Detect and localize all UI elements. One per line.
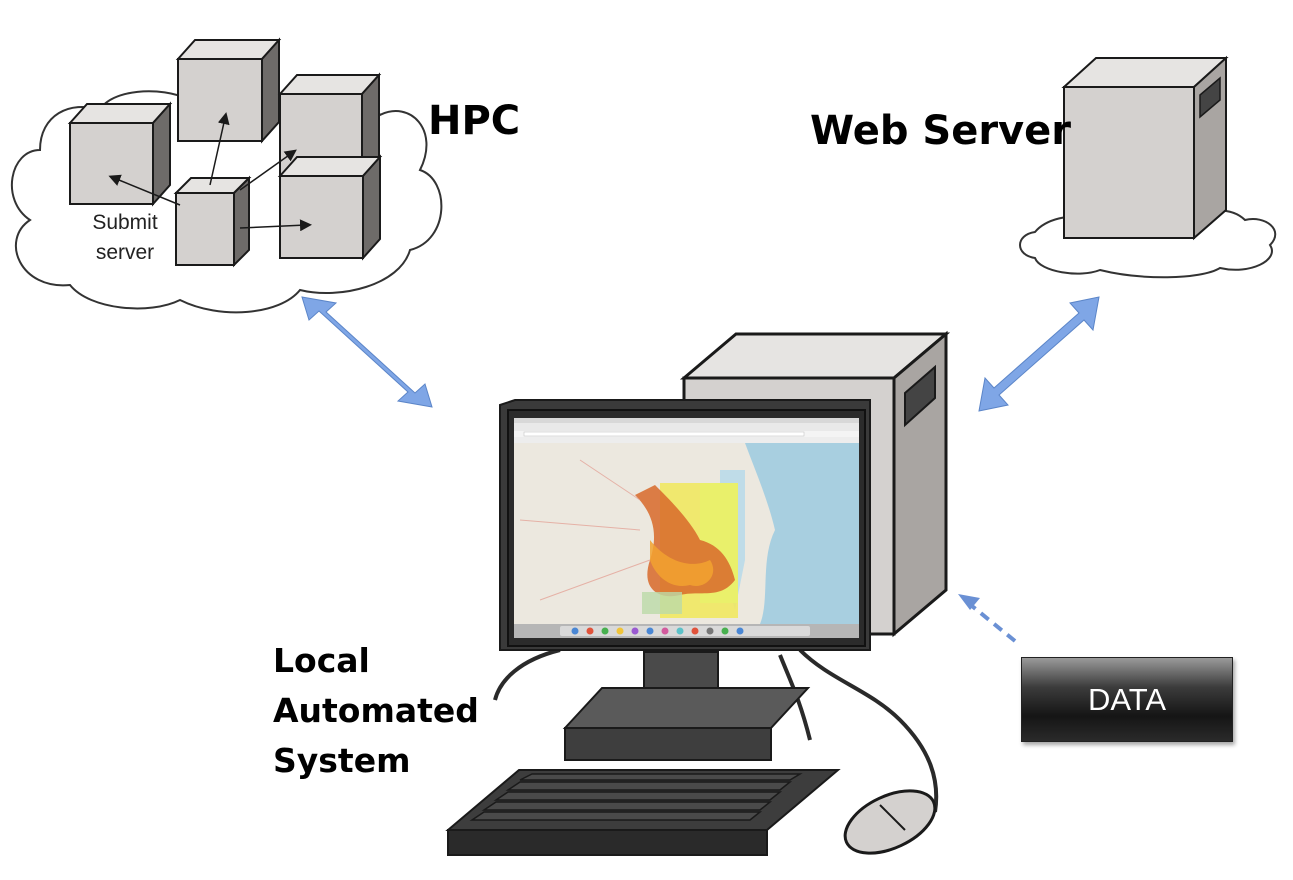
submit-server-label: Submit server [80,208,170,268]
submit-job-arrows [108,112,312,232]
hpc-server-bottomright [277,154,383,261]
submit-label-line1: Submit [92,211,158,234]
webserver-local-double-arrow [978,296,1100,412]
data-input-arrow [958,594,1017,643]
local-label-line3: System [273,741,411,780]
local-automated-system-label: Local Automated System [273,636,479,786]
keyboard-icon [445,769,841,856]
hpc-server-topmid [175,37,282,144]
web-server-icon [1061,55,1229,241]
data-box: DATA [1021,657,1233,742]
mouse-icon [843,789,937,855]
local-label-line2: Automated [273,691,479,730]
submit-label-line2: server [95,241,155,264]
hpc-label: HPC [428,98,521,144]
local-label-line1: Local [273,641,370,680]
hpc-server-topleft [67,101,173,207]
data-label: DATA [1087,681,1167,717]
web-server-label: Web Server [810,108,1071,154]
screen-content [514,418,859,638]
submit-server-icon [173,175,252,268]
hpc-local-double-arrow [301,296,433,408]
